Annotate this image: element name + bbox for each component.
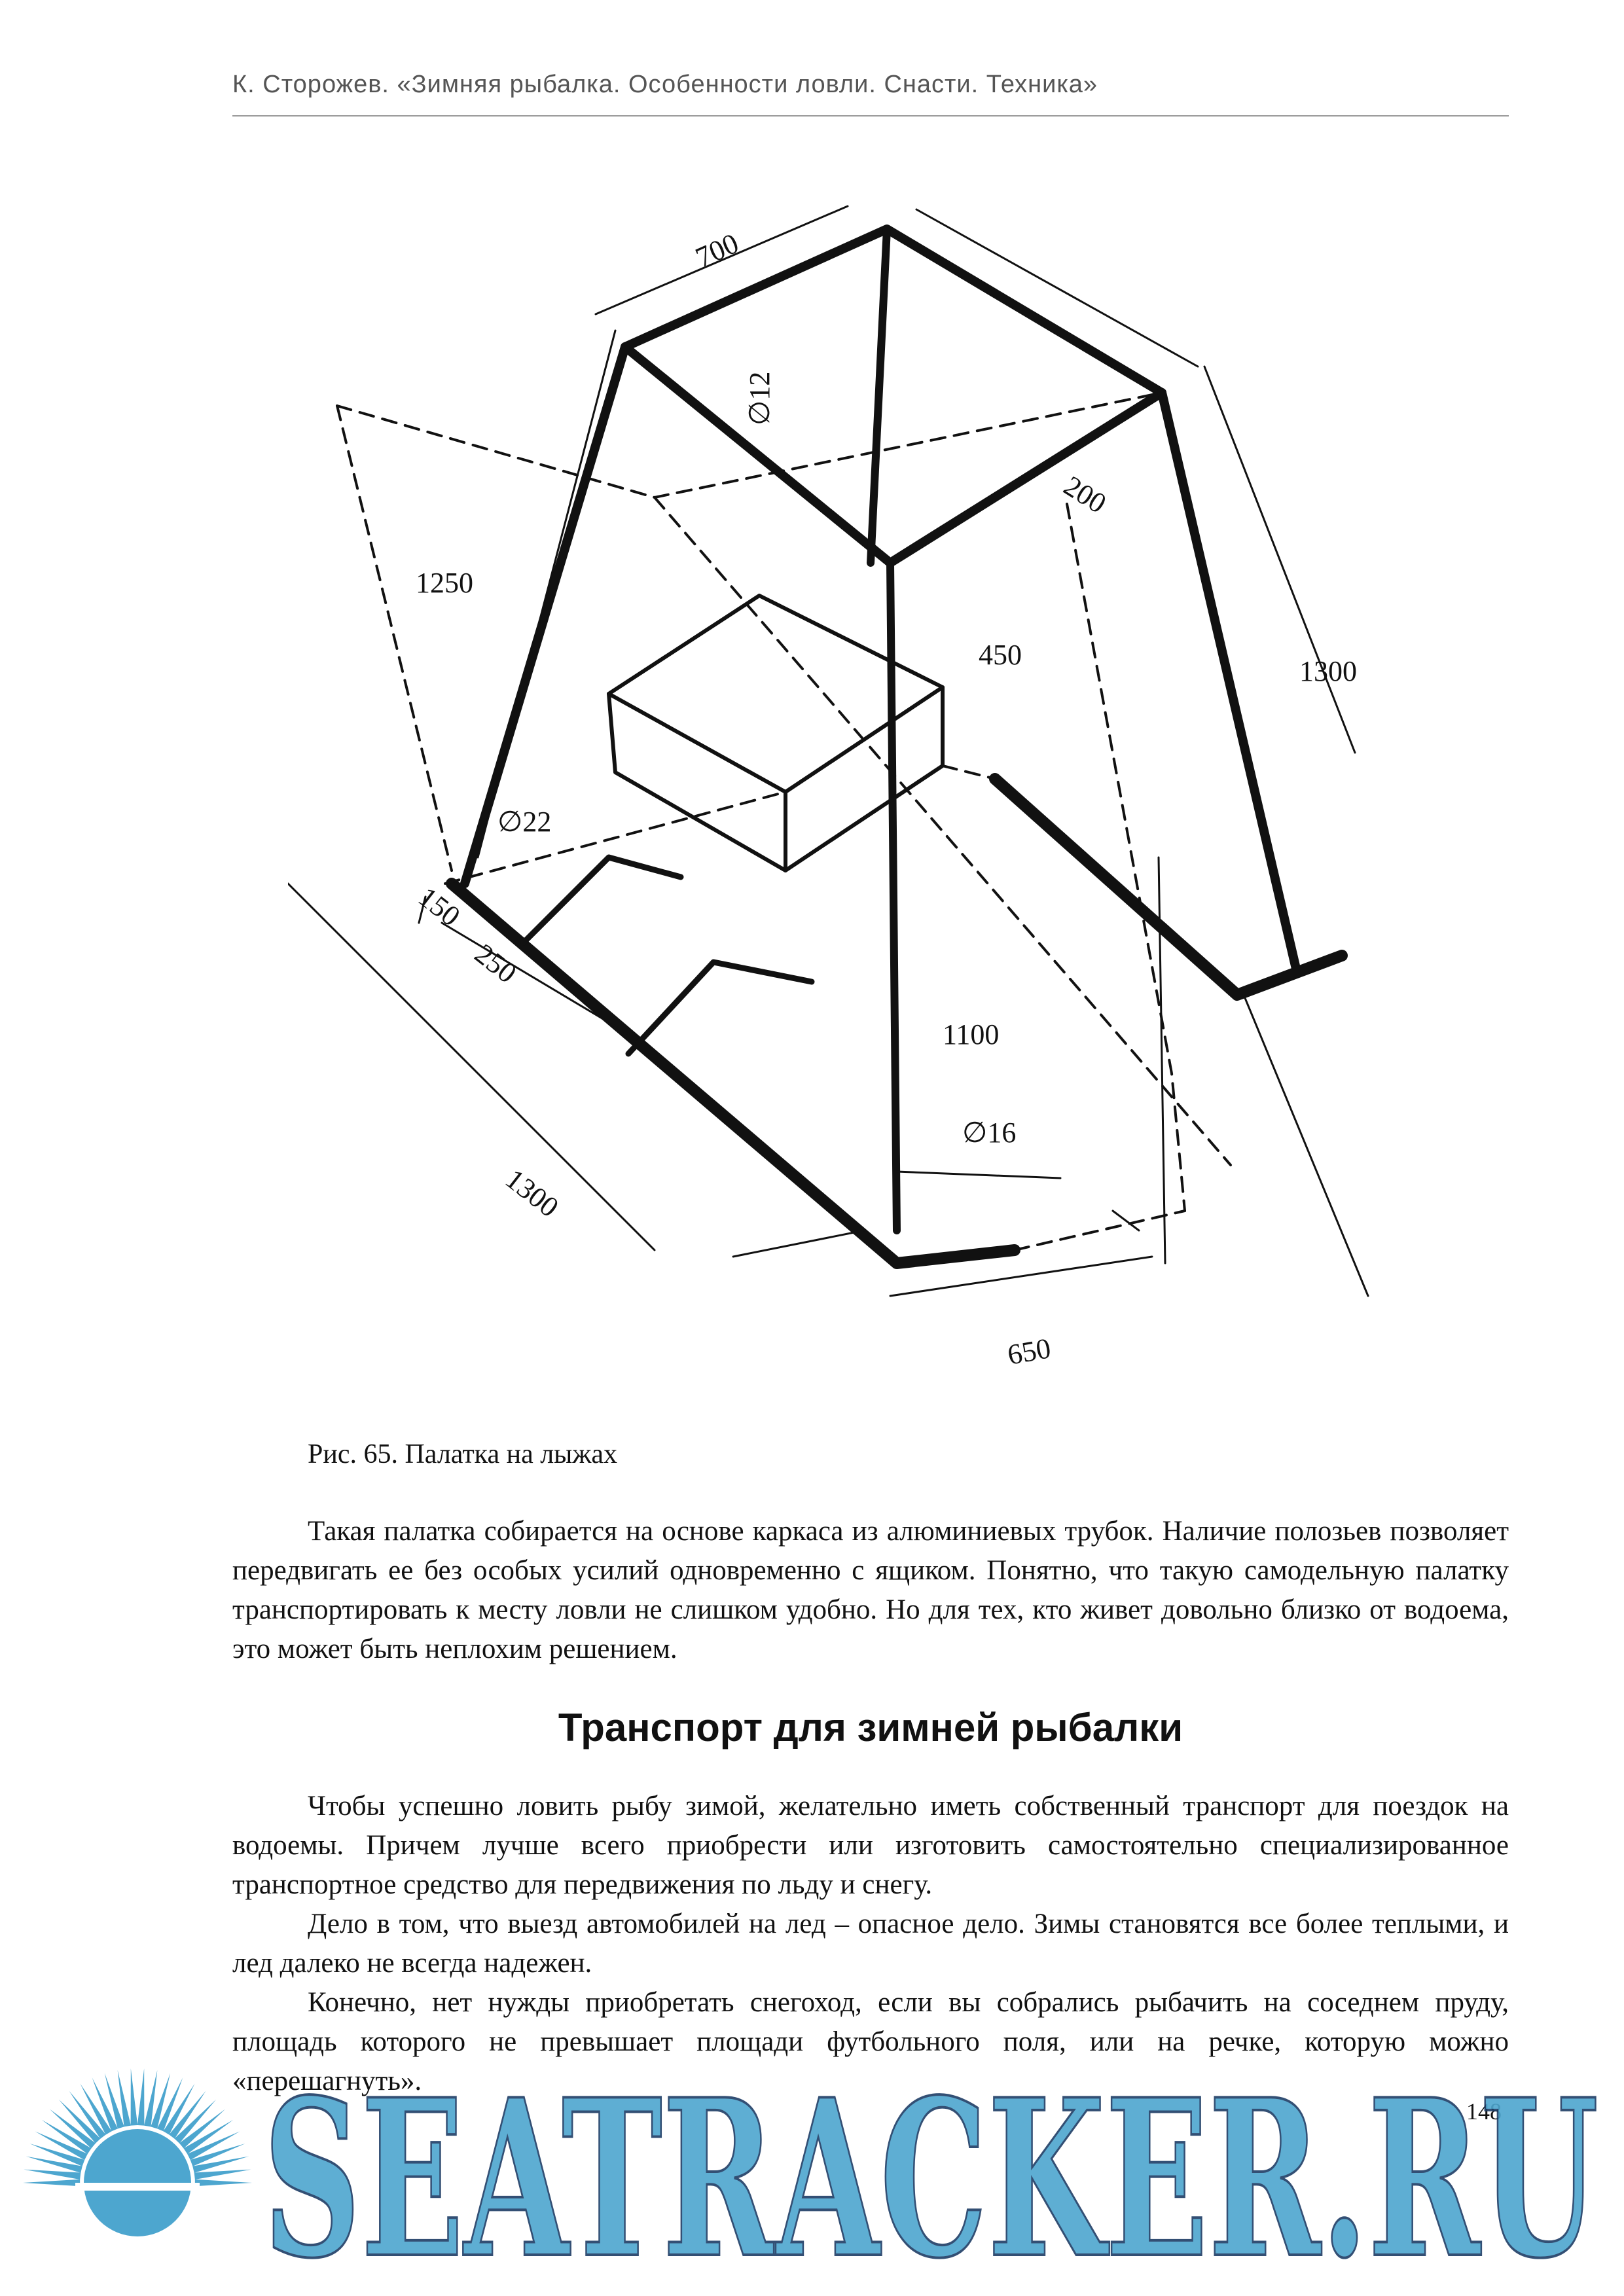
paragraph-text: Конечно, нет нужды приобретать снегоход,… (232, 1987, 1509, 2096)
header-rule (232, 115, 1509, 117)
watermark-text: SEATRACKER.RU (262, 2058, 1600, 2281)
tent-on-skis-drawing: 700 ∅12 200 1250 450 1300 ∅22 150 250 11… (288, 205, 1369, 1371)
dim-200: 200 (1058, 469, 1112, 520)
paragraph-text: Дело в том, что выезд автомобилей на лед… (232, 1909, 1509, 1979)
dim-d16: ∅16 (962, 1117, 1016, 1149)
sun-ray (49, 2109, 96, 2149)
sun-ray (144, 2070, 158, 2127)
sun-ray (24, 2169, 81, 2180)
running-header: К. Сторожев. «Зимняя рыбалка. Особенност… (232, 71, 1098, 98)
dim-1100: 1100 (943, 1018, 999, 1050)
watermark-sun-logo (23, 2068, 252, 2236)
sun-ray (35, 2131, 88, 2161)
sun-ray (92, 2077, 118, 2132)
sun-ray (190, 2144, 245, 2166)
sun-ray (194, 2179, 252, 2187)
paragraph-text: Такая палатка собирается на основе карка… (232, 1516, 1509, 1664)
sun-ray (58, 2099, 101, 2144)
paragraph: Такая палатка собирается на основе карка… (232, 1512, 1509, 1669)
dim-d12: ∅12 (744, 372, 776, 425)
dim-d22: ∅22 (497, 806, 551, 838)
sun-ray (104, 2073, 124, 2129)
sun-ray (194, 2169, 251, 2180)
sun-ray (163, 2083, 195, 2135)
sun-ray (183, 2119, 234, 2155)
sun-ray (117, 2070, 131, 2127)
sun-ray (179, 2109, 226, 2149)
dim-650: 650 (1005, 1332, 1053, 1371)
sun-ray (41, 2119, 92, 2155)
section-body: Чтобы успешно ловить рыбу зимой, желател… (232, 1787, 1509, 2101)
sun-ray (130, 2068, 138, 2126)
sun-ray (80, 2083, 112, 2135)
dim-450: 450 (979, 639, 1022, 671)
dim-700: 700 (691, 227, 743, 274)
section-heading: Транспорт для зимней рыбалки (558, 1706, 1183, 1749)
sun-ray (69, 2090, 106, 2139)
dim-250: 250 (469, 938, 522, 990)
dim-1250: 1250 (416, 567, 473, 599)
sun-ray (26, 2156, 82, 2173)
dim-1300-left: 1300 (499, 1162, 565, 1223)
figure-caption: Рис. 65. Палатка на лыжах (308, 1439, 618, 1469)
sun-ray (151, 2073, 171, 2129)
sun-ray (192, 2156, 249, 2173)
sun-ray (156, 2077, 183, 2132)
dim-1300-right: 1300 (1299, 655, 1357, 687)
paragraph-text: Чтобы успешно ловить рыбу зимой, желател… (232, 1791, 1509, 1900)
page-number: 148 (1466, 2098, 1502, 2125)
sun-ray (23, 2179, 81, 2187)
sun-ray (169, 2090, 206, 2139)
sun-ray (29, 2144, 85, 2166)
sun-ray (174, 2099, 217, 2144)
watermark-label: SEATRACKER.RU (263, 2058, 1598, 2281)
sun-ray (137, 2068, 145, 2126)
sun-ray (187, 2131, 240, 2161)
